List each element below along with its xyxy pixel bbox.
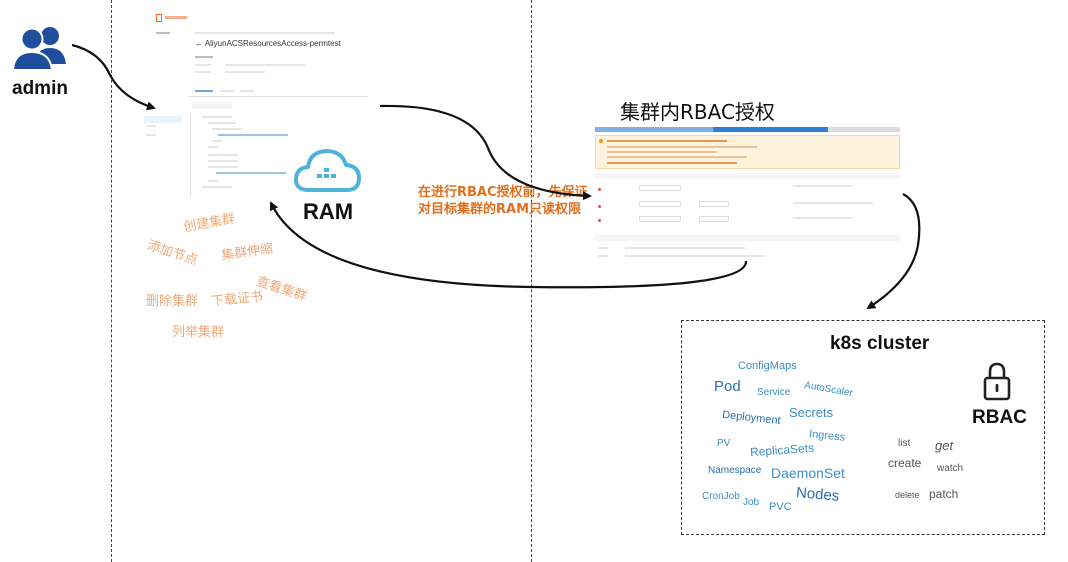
rbac-auth-title: 集群内RBAC授权 (620, 100, 775, 124)
resource-secrets: Secrets (789, 405, 834, 420)
console-logo (156, 14, 162, 22)
rbac-label: RBAC (972, 407, 1027, 428)
arrow-ram-to-rbac (379, 104, 592, 201)
resource-pod: Pod (714, 378, 741, 395)
op-list-cluster: 列举集群 (172, 325, 225, 340)
arrow-admin-to-console (71, 43, 156, 111)
arrow-rbac-to-cluster (866, 193, 921, 310)
resource-configmaps: ConfigMaps (738, 360, 797, 372)
verb-create: create (888, 456, 922, 470)
console-policy-name: ← AliyunACSResourcesAccess-permtest (195, 39, 341, 48)
cloud-icon (293, 149, 361, 192)
verb-watch: watch (937, 463, 964, 474)
resource-pv: PV (717, 438, 731, 449)
verb-list: list (898, 438, 911, 449)
resource-daemonset: DaemonSet (771, 465, 845, 481)
ram-label: RAM (303, 199, 354, 224)
resource-job: Job (743, 497, 760, 508)
k8s-cluster-title: k8s cluster (830, 333, 930, 354)
resource-cronjob: CronJob (702, 491, 740, 502)
resource-service: Service (757, 387, 791, 398)
verb-delete: delete (895, 490, 920, 500)
rbac-console-screenshot (595, 127, 900, 260)
k8s-cluster-box: k8s cluster ConfigMaps Pod Service AutoS… (681, 320, 1045, 535)
resource-namespace: Namespace (708, 465, 762, 476)
op-delete-cluster: 删除集群 (146, 294, 199, 309)
admin-label: admin (12, 78, 68, 99)
resource-pvc: PVC (769, 501, 792, 513)
divider-middle (531, 0, 532, 562)
arrow-rbac-back-to-ram (269, 201, 748, 289)
divider-left (111, 0, 112, 562)
verb-patch: patch (929, 487, 959, 501)
verb-get: get (935, 438, 954, 453)
users-icon (12, 27, 66, 71)
ram-readonly-note: 在进行RBAC授权前，先保证对目标集群的RAM只读权限 (418, 185, 588, 217)
console-screenshot: ← AliyunACSResourcesAccess-permtest (140, 8, 368, 208)
lock-icon (983, 362, 1011, 401)
